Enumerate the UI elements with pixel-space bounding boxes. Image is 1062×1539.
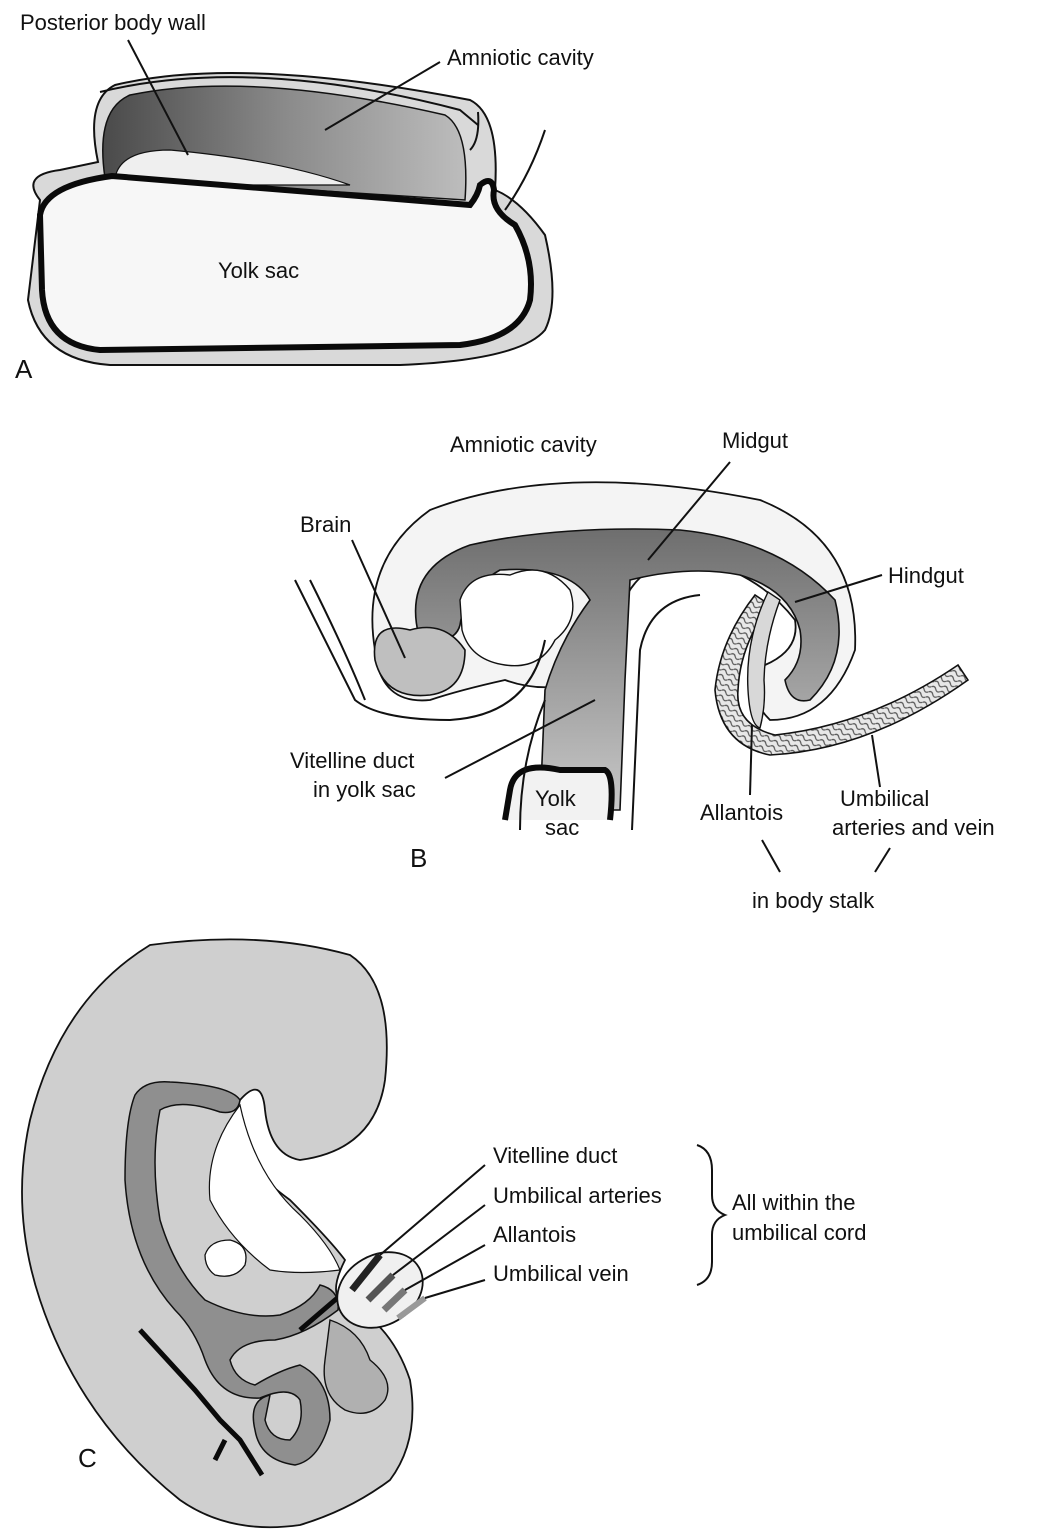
panel-c-leader-vein <box>425 1280 485 1298</box>
panel-b-label-umbilical-2: arteries and vein <box>832 815 995 840</box>
panel-b-label-amniotic-cavity: Amniotic cavity <box>450 432 597 457</box>
panel-c-small-loop <box>205 1240 246 1276</box>
panel-b-label-yolk-1: Yolk <box>535 786 577 811</box>
panel-b-label-yolk-2: sac <box>545 815 579 840</box>
panel-c-brace <box>697 1145 725 1285</box>
panel-b-label-umbilical-1: Umbilical <box>840 786 929 811</box>
panel-b-amnion-line-left-2 <box>310 580 365 700</box>
panel-b-amnion-line-mid-2 <box>632 595 700 830</box>
panel-b-leader-umbilical <box>872 735 880 787</box>
panel-b-label-vitelline-1: Vitelline duct <box>290 748 414 773</box>
panel-c-label-umbilical-arteries: Umbilical arteries <box>493 1183 662 1208</box>
panel-b-letter: B <box>410 843 427 873</box>
panel-b-label-body-stalk: in body stalk <box>752 888 875 913</box>
panel-b-label-vitelline-2: in yolk sac <box>313 777 416 802</box>
panel-a: Posterior body wall Amniotic cavity Yolk… <box>15 10 594 384</box>
panel-b-label-allantois: Allantois <box>700 800 783 825</box>
panel-a-label-yolk-sac: Yolk sac <box>218 258 299 283</box>
panel-c-group-label-2: umbilical cord <box>732 1220 867 1245</box>
panel-b-label-brain: Brain <box>300 512 351 537</box>
panel-c-letter: C <box>78 1443 97 1473</box>
panel-c: Vitelline duct Umbilical arteries Allant… <box>22 939 867 1527</box>
panel-c-group-label-1: All within the <box>732 1190 856 1215</box>
panel-a-label-amniotic-cavity: Amniotic cavity <box>447 45 594 70</box>
panel-b-label-hindgut: Hindgut <box>888 563 964 588</box>
panel-b-leader-stalk-right <box>875 848 890 872</box>
panel-c-label-vitelline-duct: Vitelline duct <box>493 1143 617 1168</box>
panel-a-label-posterior-body-wall: Posterior body wall <box>20 10 206 35</box>
panel-c-leader-vitelline <box>380 1165 485 1255</box>
panel-a-letter: A <box>15 354 33 384</box>
panel-c-label-allantois: Allantois <box>493 1222 576 1247</box>
panel-c-leader-arteries <box>393 1205 485 1275</box>
panel-b-brain <box>374 628 465 696</box>
panel-c-label-umbilical-vein: Umbilical vein <box>493 1261 629 1286</box>
panel-b: Amniotic cavity Midgut Brain Hindgut Vit… <box>290 428 995 913</box>
panel-b-label-midgut: Midgut <box>722 428 788 453</box>
panel-c-embryo-body <box>22 939 413 1527</box>
panel-b-leader-stalk-left <box>762 840 780 872</box>
